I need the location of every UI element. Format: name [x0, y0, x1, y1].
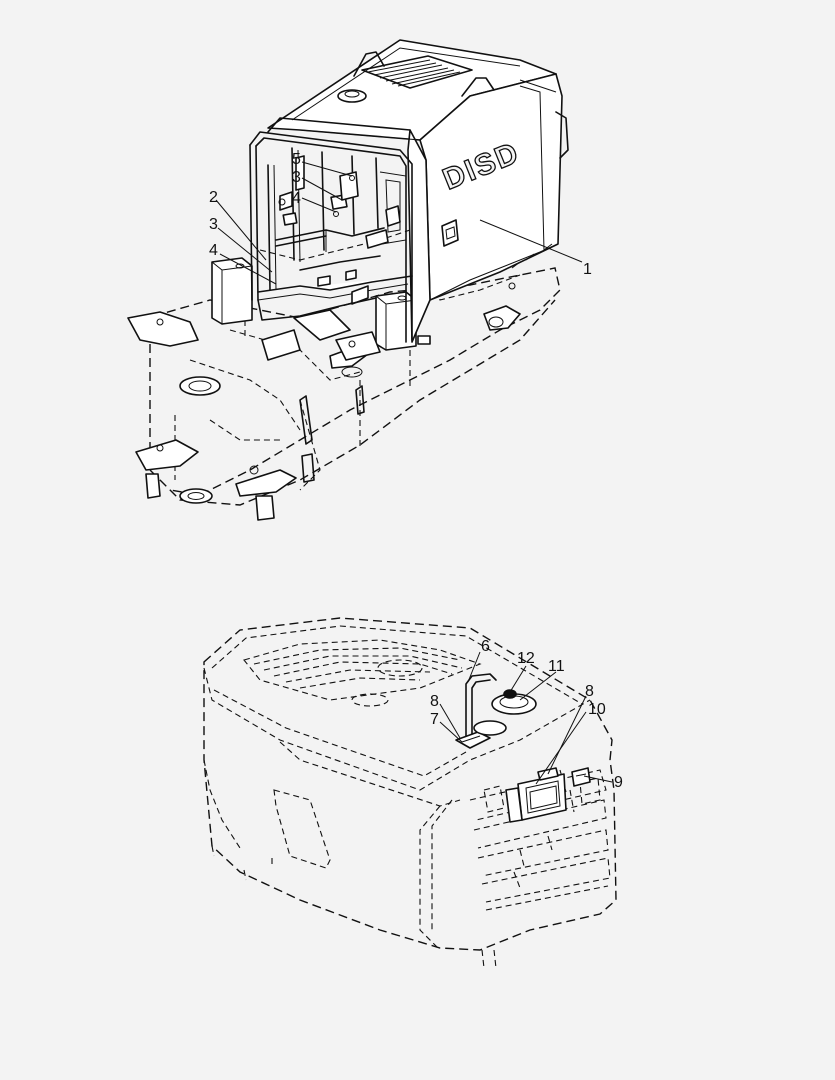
callout-8a: 8: [585, 683, 594, 700]
callout-8b: 8: [430, 693, 439, 710]
callout-11: 11: [548, 658, 565, 675]
hood-cover-parts: [455, 673, 591, 823]
callout-3b: 3: [292, 169, 301, 186]
callout-3a: 3: [209, 216, 218, 233]
callout-6: 6: [481, 638, 490, 655]
callout-7: 7: [430, 711, 439, 728]
mounting-posts: [211, 257, 417, 351]
callout-1: 1: [583, 261, 592, 278]
upper-leader-lines: [215, 161, 583, 285]
callout-4a: 4: [209, 242, 218, 259]
callout-10: 10: [588, 701, 606, 718]
callout-5: 5: [292, 151, 301, 168]
lower-leader-lines: [439, 651, 613, 785]
engine-hood-assembly: DISD: [127, 39, 583, 521]
callout-4b: 4: [292, 190, 301, 207]
hood-housing: DISD: [267, 39, 569, 343]
callout-12: 12: [517, 650, 535, 667]
callout-2: 2: [209, 189, 218, 206]
hood-cover-assembly: [203, 617, 617, 969]
callout-9: 9: [614, 774, 623, 791]
front-cage-frame: [249, 117, 431, 361]
callout-labels: 1 2 3 4 5 3 4 6 12 11 8 10 8 7 9: [209, 151, 623, 791]
